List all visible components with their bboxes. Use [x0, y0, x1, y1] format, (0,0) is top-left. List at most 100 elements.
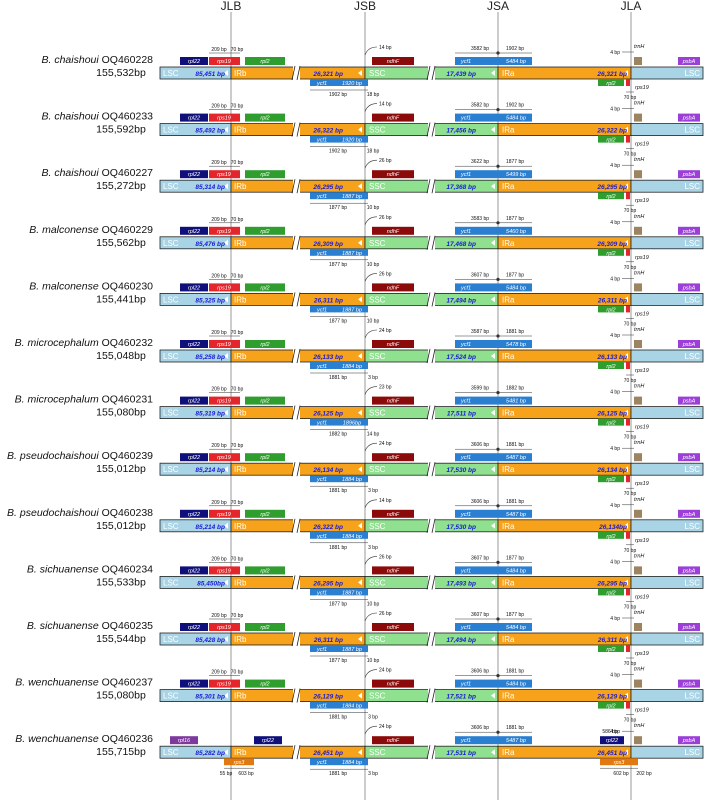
ira-label: IRa — [502, 635, 515, 644]
rpl2-label-jla: rpl2 — [606, 81, 615, 87]
jlb-left-bp: 209 bp — [211, 670, 227, 676]
psba-label: psbA — [682, 568, 696, 574]
irb-label: IRb — [234, 692, 247, 701]
rps19-gene — [209, 170, 240, 179]
rps19-gene — [209, 396, 240, 405]
ira-label: IRa — [502, 182, 515, 191]
lsc-region-right — [630, 576, 704, 589]
rps19-gene — [209, 340, 240, 348]
rpl2-gene-jla — [598, 362, 624, 369]
species-name: B. malconense OQ460230 — [29, 280, 153, 292]
break-gap — [293, 462, 300, 477]
ycf1-label-jsa: ycf1 — [460, 682, 471, 688]
direction-arrow — [358, 636, 362, 642]
rps19-gene-jla — [626, 305, 630, 313]
rpl22-gene — [180, 679, 208, 688]
jlb-right-bp: 70 bp — [231, 330, 244, 336]
ndhf-label: ndhF — [387, 625, 400, 631]
jlb-right-bp: 70 bp — [231, 500, 244, 506]
break-gap — [428, 688, 435, 703]
ssc-label: SSC — [369, 522, 386, 531]
ndhf-pointer — [364, 725, 378, 735]
rpl2-gene-jla — [598, 418, 624, 426]
jla-rps19-bp: 70 bp — [624, 378, 637, 384]
accession: OQ460229 — [102, 224, 154, 236]
rps19-label-jla: rps19 — [635, 198, 649, 204]
jla-rps19-bp: 70 bp — [624, 265, 637, 271]
jsb-below-left-bp: 1877 bp — [329, 318, 347, 324]
irb-length: 26,295 bp — [312, 184, 343, 191]
jsa-right-bp: 1881 bp — [506, 329, 524, 335]
ira-label: IRa — [502, 69, 515, 78]
ira-length: 26,295 bp — [596, 580, 627, 587]
trnh-gene — [634, 340, 642, 348]
rpl22-label: rpl22 — [188, 59, 200, 65]
jlb-right-bp: 70 bp — [231, 104, 244, 110]
rps19-label-jla: rps19 — [635, 255, 649, 261]
jsb-below-right-bp: 3 bp — [368, 488, 378, 494]
irb-length: 26,451 bp — [312, 750, 343, 757]
direction-arrow — [358, 749, 362, 756]
rpl2-label-jla: rpl2 — [606, 251, 615, 257]
junction-label-jla: JLA — [621, 0, 642, 13]
genus: B. — [29, 280, 42, 292]
rpl2-label-jla: rpl2 — [606, 307, 615, 313]
jsb-below-right-bp: 18 bp — [367, 92, 380, 98]
ssc-label: SSC — [369, 352, 386, 361]
genus: B. — [15, 337, 28, 349]
rpl2-label: rpl2 — [260, 625, 269, 631]
jsb-below-right-bp: 10 bp — [367, 318, 380, 324]
irb-label: IRb — [234, 182, 247, 191]
rpl2-label-jla: rpl2 — [606, 534, 615, 540]
jlb-right-bp: 70 bp — [231, 443, 244, 449]
rpl2-label-jla: rpl2 — [606, 647, 615, 653]
rps19-gene-jla — [626, 192, 630, 200]
trnh-label: trnH — [634, 553, 644, 559]
junction-label-jlb: JLB — [221, 0, 242, 13]
break-gap — [428, 632, 435, 646]
direction-arrow — [224, 692, 228, 699]
jsb-below-right-bp: 3 bp — [368, 375, 378, 381]
ycf1-gene-jsb — [310, 305, 368, 313]
lsc-label: LSC — [163, 409, 179, 418]
ssc-label: SSC — [369, 748, 386, 757]
break-mark — [291, 462, 296, 477]
ssc-length: 17,456 bp — [446, 128, 476, 135]
ira-length: 26,311 bp — [597, 297, 627, 304]
ndhf-gene — [372, 226, 414, 235]
ssc-length: 17,468 bp — [446, 241, 476, 248]
ndhf-pointer — [364, 669, 378, 678]
ycf1-gene-jsb — [310, 79, 368, 86]
psba-label: psbA — [682, 59, 696, 65]
genus: B. — [7, 450, 20, 462]
jsa-right-bp: 1877 bp — [506, 612, 524, 618]
trnh-gene — [634, 283, 642, 292]
direction-arrow — [491, 353, 495, 359]
epithet: wenchuanense — [28, 733, 102, 745]
ssc-length: 17,494 bp — [446, 637, 476, 644]
trnh-gene — [634, 113, 642, 122]
trnh-gene — [634, 57, 642, 65]
irb-label: IRb — [234, 126, 247, 135]
ndhf-gene — [372, 113, 414, 122]
direction-arrow — [224, 522, 228, 529]
direction-arrow — [358, 70, 362, 76]
rpl2-gene-jla — [598, 475, 624, 483]
genome-length: 155,012bp — [96, 520, 146, 532]
rps19-gene-jla — [626, 701, 630, 709]
rps3-label: rps3 — [234, 760, 246, 766]
lsc-label: LSC — [163, 239, 179, 248]
break-gap — [293, 688, 300, 703]
jsa-right-bp: 1877 bp — [506, 272, 524, 278]
irb-label: IRb — [234, 295, 247, 304]
rpl2-label: rpl2 — [260, 59, 269, 65]
lsc-label: LSC — [163, 635, 179, 644]
lsc-label-right: LSC — [684, 126, 700, 135]
ycf1-label-jsa: ycf1 — [460, 738, 471, 744]
rpl2-label: rpl2 — [260, 172, 269, 178]
jsa-left-bp: 3582 bp — [471, 103, 489, 109]
rpl2-gene — [245, 57, 285, 65]
break-mark — [291, 292, 296, 307]
